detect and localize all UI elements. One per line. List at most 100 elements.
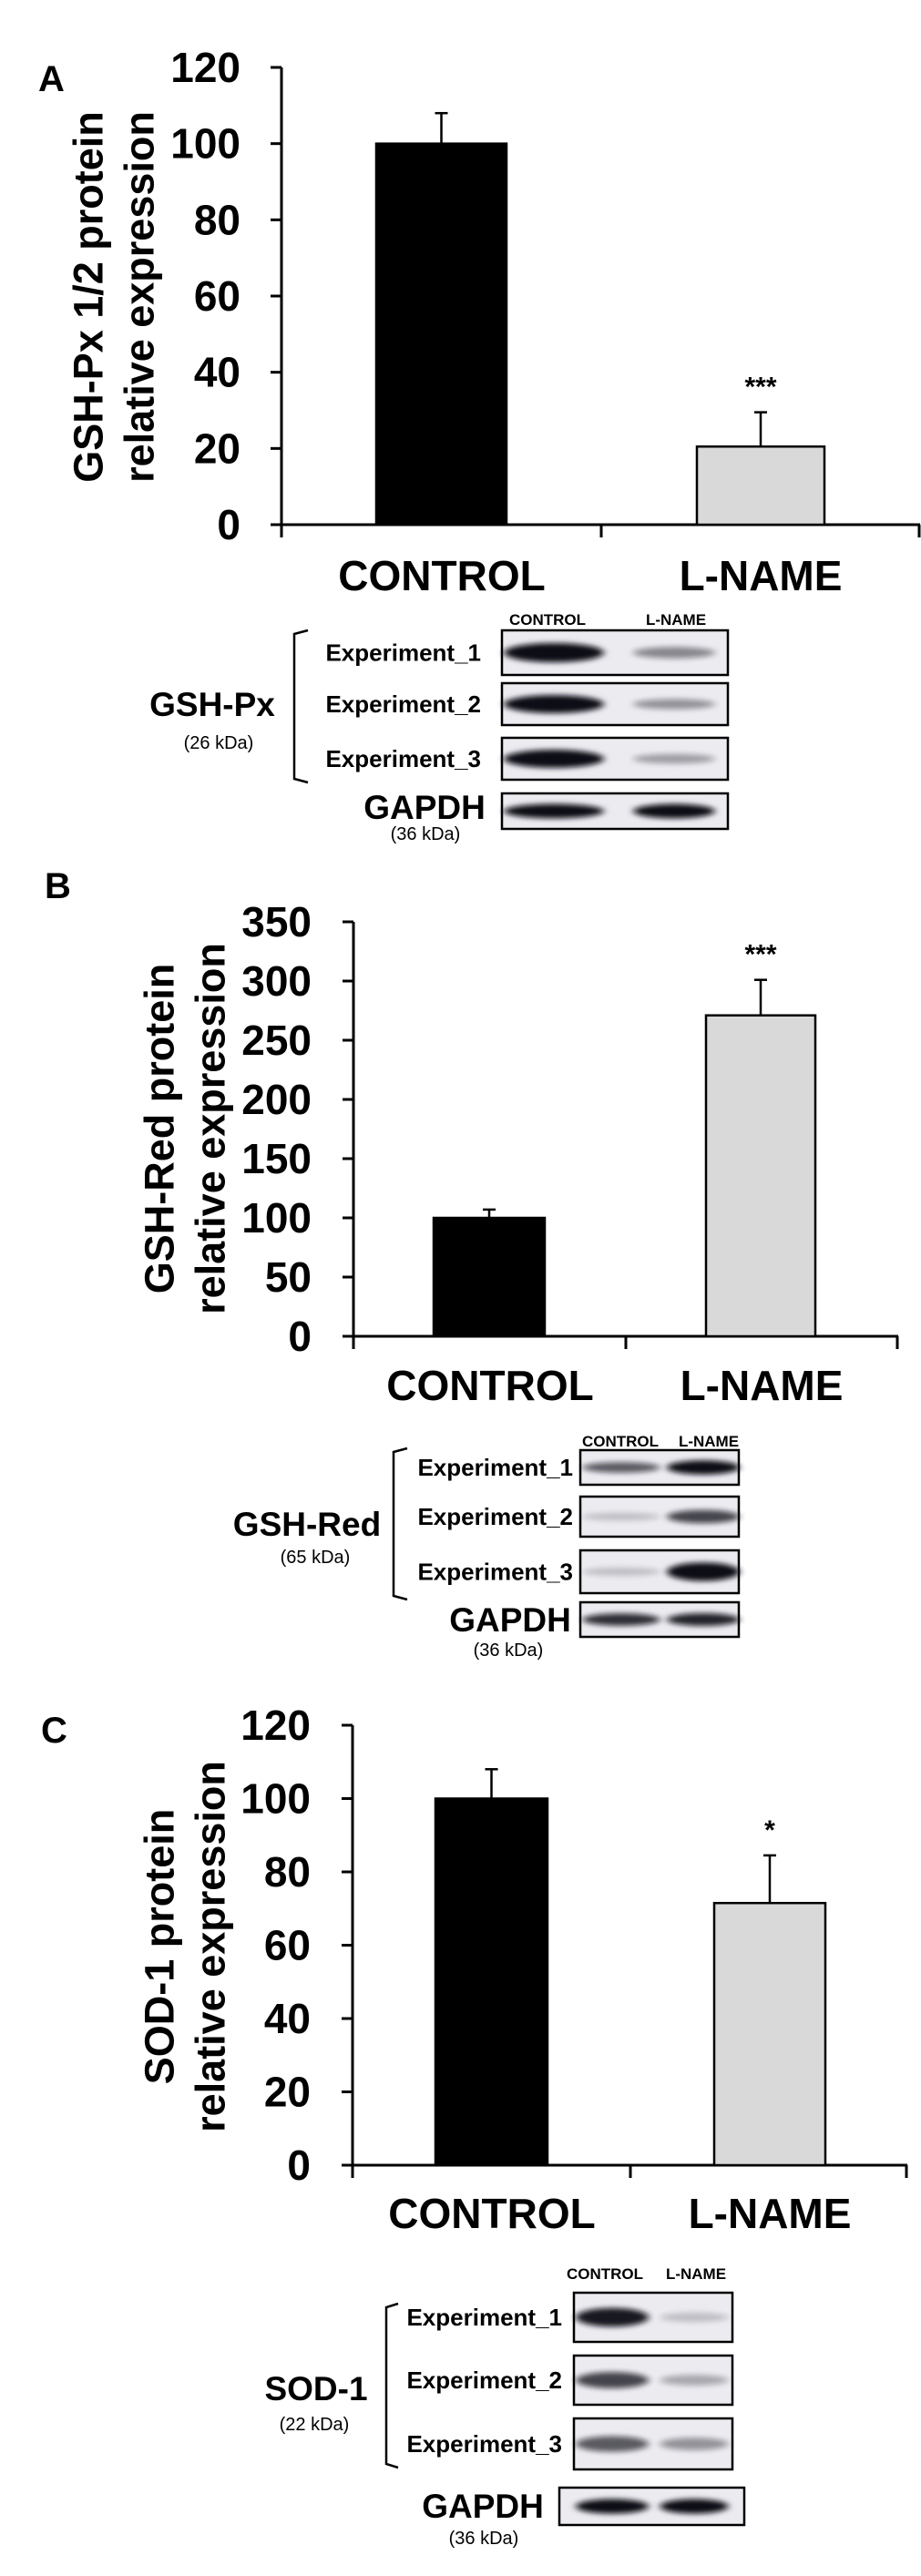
protein-band xyxy=(582,1567,660,1577)
experiment-label: Experiment_2 xyxy=(406,2366,562,2394)
y-tick-label: 20 xyxy=(194,424,240,472)
protein-band xyxy=(582,1512,660,1521)
protein-band xyxy=(576,2372,649,2388)
y-axis-label-line: SOD-1 protein xyxy=(137,1809,183,2085)
y-tick-label: 40 xyxy=(194,349,240,396)
protein-band xyxy=(576,2499,649,2514)
blot-lane-label: CONTROL xyxy=(582,1433,659,1450)
protein-kda: (22 kDa) xyxy=(280,2415,350,2435)
blot-lane-label: CONTROL xyxy=(509,611,586,629)
panel-letter: B xyxy=(45,866,71,906)
protein-kda: (65 kDa) xyxy=(281,1548,351,1568)
blot-lane-label: L-NAME xyxy=(666,2265,726,2283)
experiment-label: Experiment_1 xyxy=(325,639,481,667)
y-tick-label: 50 xyxy=(265,1253,312,1301)
y-tick-label: 80 xyxy=(264,1848,311,1896)
loading-control-name: GAPDH xyxy=(422,2488,544,2525)
panel-letter: C xyxy=(41,1711,67,1751)
protein-band xyxy=(667,1562,740,1581)
protein-band xyxy=(660,2438,729,2450)
blot-lane-label: L-NAME xyxy=(679,1433,739,1450)
y-tick-label: 80 xyxy=(194,196,240,243)
protein-band xyxy=(504,750,604,768)
y-tick-label: 350 xyxy=(241,898,312,946)
y-axis-label-line: GSH-Red protein xyxy=(137,964,183,1294)
x-category-label: L-NAME xyxy=(680,552,843,599)
y-tick-label: 0 xyxy=(288,1313,312,1360)
blot-lane-label: L-NAME xyxy=(646,611,706,629)
blot-lane-label: CONTROL xyxy=(567,2265,643,2283)
protein-band xyxy=(504,695,604,713)
x-category-label: L-NAME xyxy=(689,2190,852,2237)
y-tick-label: 150 xyxy=(241,1135,312,1182)
significance-marker: *** xyxy=(744,373,776,403)
significance-marker: *** xyxy=(744,940,776,970)
y-tick-label: 100 xyxy=(170,120,240,168)
y-tick-label: 120 xyxy=(170,44,240,91)
x-category-label: CONTROL xyxy=(386,1362,593,1409)
experiment-label: Experiment_3 xyxy=(406,2430,562,2458)
protein-band xyxy=(660,2375,729,2386)
y-tick-label: 100 xyxy=(241,1194,312,1242)
bracket xyxy=(384,2302,399,2469)
significance-marker: * xyxy=(764,1815,775,1845)
bracket xyxy=(392,1446,408,1601)
experiment-label: Experiment_1 xyxy=(417,1454,573,1481)
x-category-label: L-NAME xyxy=(681,1362,844,1409)
experiment-label: Experiment_3 xyxy=(325,745,481,772)
protein-band xyxy=(667,1509,740,1524)
bar-control xyxy=(434,1797,549,2167)
protein-band xyxy=(582,1613,660,1626)
panel-letter: A xyxy=(38,59,65,99)
bracket xyxy=(292,629,309,784)
protein-band xyxy=(633,803,715,819)
x-category-label: CONTROL xyxy=(338,552,545,599)
y-axis-label-line: relative expression xyxy=(188,1761,234,2132)
loading-control-name: GAPDH xyxy=(449,1601,571,1639)
y-tick-label: 200 xyxy=(241,1076,312,1123)
y-tick-label: 40 xyxy=(264,1995,311,2042)
loading-control-kda: (36 kDa) xyxy=(474,1641,544,1661)
protein-band xyxy=(667,1460,740,1475)
loading-control-kda: (36 kDa) xyxy=(391,824,461,844)
y-axis-label-line: relative expression xyxy=(188,943,234,1314)
loading-control-kda: (36 kDa) xyxy=(449,2529,519,2549)
western-blot: CONTROL L-NAME Experiment_1Experiment_2Exp… xyxy=(149,611,730,844)
protein-band xyxy=(576,2436,649,2452)
western-blot: CONTROL L-NAME Experiment_1Experiment_2Exp… xyxy=(264,2265,746,2549)
protein-band xyxy=(504,803,604,819)
bar-l-name xyxy=(695,445,826,526)
bar-l-name xyxy=(704,1014,817,1338)
x-category-label: CONTROL xyxy=(388,2190,595,2237)
y-tick-label: 100 xyxy=(240,1775,311,1823)
y-tick-label: 20 xyxy=(264,2069,311,2116)
y-tick-label: 300 xyxy=(241,957,312,1005)
y-tick-label: 0 xyxy=(217,501,240,548)
experiment-label: Experiment_2 xyxy=(325,690,481,718)
bar-l-name xyxy=(712,1901,827,2167)
protein-name: SOD-1 xyxy=(264,2370,367,2407)
protein-name: GSH-Red xyxy=(233,1506,381,1543)
bar-control xyxy=(432,1216,547,1338)
y-tick-label: 120 xyxy=(240,1702,311,1749)
experiment-label: Experiment_1 xyxy=(406,2304,562,2331)
y-tick-label: 250 xyxy=(241,1017,312,1064)
y-tick-label: 60 xyxy=(264,1922,311,1969)
experiment-label: Experiment_3 xyxy=(417,1559,573,1586)
loading-control-name: GAPDH xyxy=(363,789,486,826)
protein-band xyxy=(633,753,715,764)
y-tick-label: 0 xyxy=(287,2142,311,2189)
protein-name: GSH-Px xyxy=(149,686,275,723)
y-tick-label: 60 xyxy=(194,272,240,320)
protein-band xyxy=(660,2312,729,2323)
protein-band xyxy=(633,699,715,710)
y-axis-label-line: GSH-Px 1/2 protein xyxy=(66,111,112,483)
protein-band xyxy=(660,2499,729,2514)
protein-band xyxy=(667,1613,740,1626)
bar-control xyxy=(374,142,508,526)
